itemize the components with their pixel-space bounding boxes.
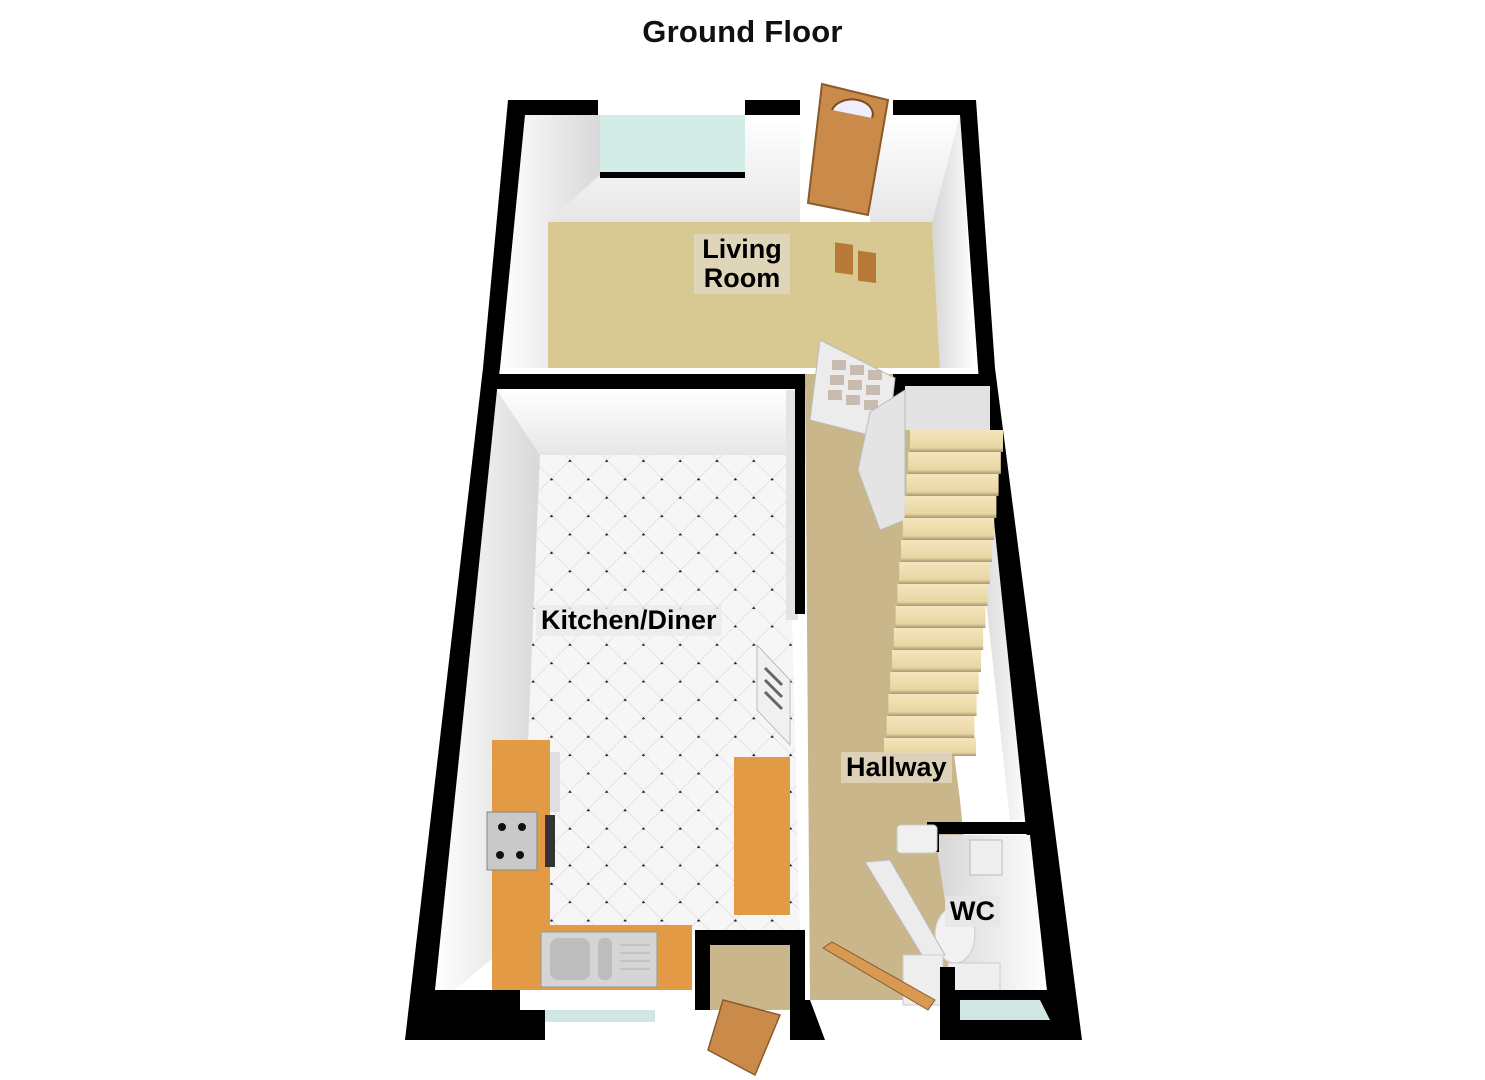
back-door[interactable]	[822, 941, 936, 1011]
worktop-right	[734, 757, 790, 915]
wc-label: WC	[945, 896, 1000, 927]
kitchen-door[interactable]	[756, 643, 791, 747]
stair-tread	[910, 430, 1003, 452]
hob-icon	[486, 811, 538, 871]
staircase	[884, 430, 1003, 756]
stair-tread	[890, 672, 979, 694]
cupboard-door[interactable]	[707, 999, 782, 1077]
stair-tread	[906, 474, 999, 496]
stair-tread	[901, 540, 992, 562]
stair-tread	[904, 496, 997, 518]
stair-bottom-step	[884, 738, 976, 756]
wc-door[interactable]	[864, 859, 946, 961]
stair-tread	[886, 716, 975, 738]
living-room-label-line1: Living	[702, 234, 782, 264]
kitchen-diner	[405, 368, 807, 1040]
stair-tread	[895, 606, 986, 628]
stair-tread	[902, 518, 995, 540]
living-room-label: Living Room	[694, 234, 790, 294]
floor-title: Ground Floor	[642, 14, 843, 49]
outer-wall	[483, 100, 598, 368]
front-door[interactable]	[806, 82, 890, 284]
living-room-label-line2: Room	[703, 263, 781, 293]
hallway-label: Hallway	[841, 752, 952, 783]
outer-wall	[405, 368, 545, 1040]
stair-tread	[899, 562, 990, 584]
kitchen-diner-label: Kitchen/Diner	[536, 605, 722, 636]
stair-tread	[897, 584, 988, 606]
stair-tread	[888, 694, 977, 716]
stair-tread	[893, 628, 984, 650]
sink-icon	[540, 931, 658, 988]
stair-tread	[908, 452, 1001, 474]
outer-wall	[978, 368, 1082, 1040]
basin-icon	[969, 839, 1003, 876]
hall-side-door[interactable]	[857, 389, 906, 531]
stair-tread	[892, 650, 981, 672]
